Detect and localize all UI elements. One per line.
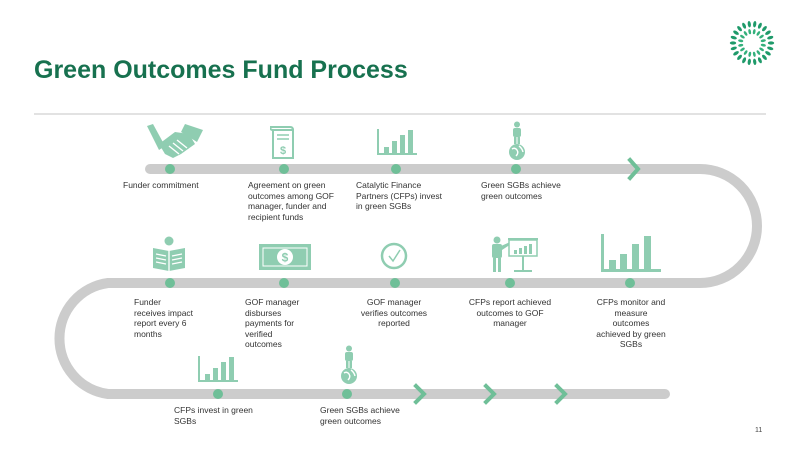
logo-petal — [767, 35, 774, 40]
logo-petal — [747, 58, 751, 65]
logo-petal — [759, 47, 764, 52]
logo-petal — [759, 34, 764, 39]
step-dot — [213, 389, 223, 399]
step-label: Green SGBs achieve green outcomes — [320, 405, 400, 426]
step-dot — [625, 278, 635, 288]
logo-petal — [767, 46, 774, 51]
logo-petal — [752, 29, 756, 35]
logo-petal — [765, 51, 771, 56]
logo-petal — [765, 30, 771, 35]
dollar-bill-icon: $ — [259, 244, 311, 270]
step-label: Funder receives impact report every 6 mo… — [134, 297, 194, 339]
bar-chart-icon — [377, 129, 417, 155]
step-dot — [511, 164, 521, 174]
step-dot — [505, 278, 515, 288]
logo-petal — [760, 39, 766, 43]
logo-petal — [738, 43, 744, 47]
logo-petal — [733, 30, 739, 35]
chevron-right-icon — [627, 157, 641, 181]
step-dot — [165, 164, 175, 174]
logo-petal — [737, 26, 742, 32]
person-globe-icon — [509, 121, 525, 160]
logo-petal — [760, 43, 766, 47]
check-circle-icon — [380, 242, 408, 270]
presenter-chart-icon — [492, 236, 538, 272]
step-dot — [390, 278, 400, 288]
logo-petal — [753, 58, 757, 65]
logo-petal — [753, 21, 757, 28]
step-label: Catalytic Finance Partners (CFPs) invest… — [356, 180, 442, 212]
page-number: 11 — [755, 427, 763, 434]
logo-petal — [742, 57, 747, 64]
step-label: GOF manager verifies outcomes reported — [360, 297, 428, 329]
chevron-right-icon — [554, 383, 568, 405]
logo-petal — [752, 51, 756, 57]
step-label: Agreement on green outcomes among GOF ma… — [248, 180, 334, 222]
logo-petal — [742, 22, 747, 29]
logo-petal — [738, 39, 744, 43]
title-divider — [34, 113, 766, 115]
step-label: GOF manager disburses payments for verif… — [245, 297, 300, 350]
logo-petal — [743, 31, 748, 36]
newspaper-reader-icon — [153, 236, 185, 271]
logo-petal — [740, 47, 745, 52]
step-label: CFPs report achieved outcomes to GOF man… — [468, 297, 552, 329]
logo-petal — [762, 26, 767, 32]
page-title: Green Outcomes Fund Process — [34, 56, 408, 84]
logo-petal — [757, 57, 762, 64]
logo-petal — [733, 51, 739, 56]
logo-petal — [747, 21, 751, 28]
step-dot — [342, 389, 352, 399]
step-dot — [279, 278, 289, 288]
logo-petal — [762, 54, 767, 60]
logo-petal — [740, 34, 745, 39]
svg-text:$: $ — [282, 251, 289, 265]
step-label: Funder commitment — [123, 180, 199, 190]
svg-text:$: $ — [280, 145, 286, 157]
step-label: CFPs monitor and measure outcomes achiev… — [596, 297, 666, 350]
logo-petal — [748, 29, 752, 35]
person-globe-icon — [341, 345, 357, 384]
logo-petal — [748, 51, 752, 57]
step-label: Green SGBs achieve green outcomes — [481, 180, 561, 201]
sunburst-logo-icon — [729, 21, 775, 65]
handshake-icon — [147, 124, 203, 158]
chevron-right-icon — [413, 383, 427, 405]
step-dot — [391, 164, 401, 174]
chevron-right-icon — [483, 383, 497, 405]
bar-chart-icon — [601, 234, 661, 272]
logo-petal — [756, 31, 761, 36]
logo-petal — [730, 46, 737, 51]
step-dot — [279, 164, 289, 174]
track-path — [54, 164, 762, 399]
step-dot — [165, 278, 175, 288]
document-dollar-icon: $ — [270, 126, 294, 159]
logo-petal — [757, 22, 762, 29]
logo-petal — [743, 50, 748, 55]
bar-chart-icon — [198, 356, 238, 382]
logo-petal — [767, 41, 775, 45]
logo-petal — [756, 50, 761, 55]
logo-petal — [729, 41, 737, 45]
logo-petal — [737, 54, 742, 60]
step-label: CFPs invest in green SGBs — [174, 405, 253, 426]
logo-petal — [730, 35, 737, 40]
